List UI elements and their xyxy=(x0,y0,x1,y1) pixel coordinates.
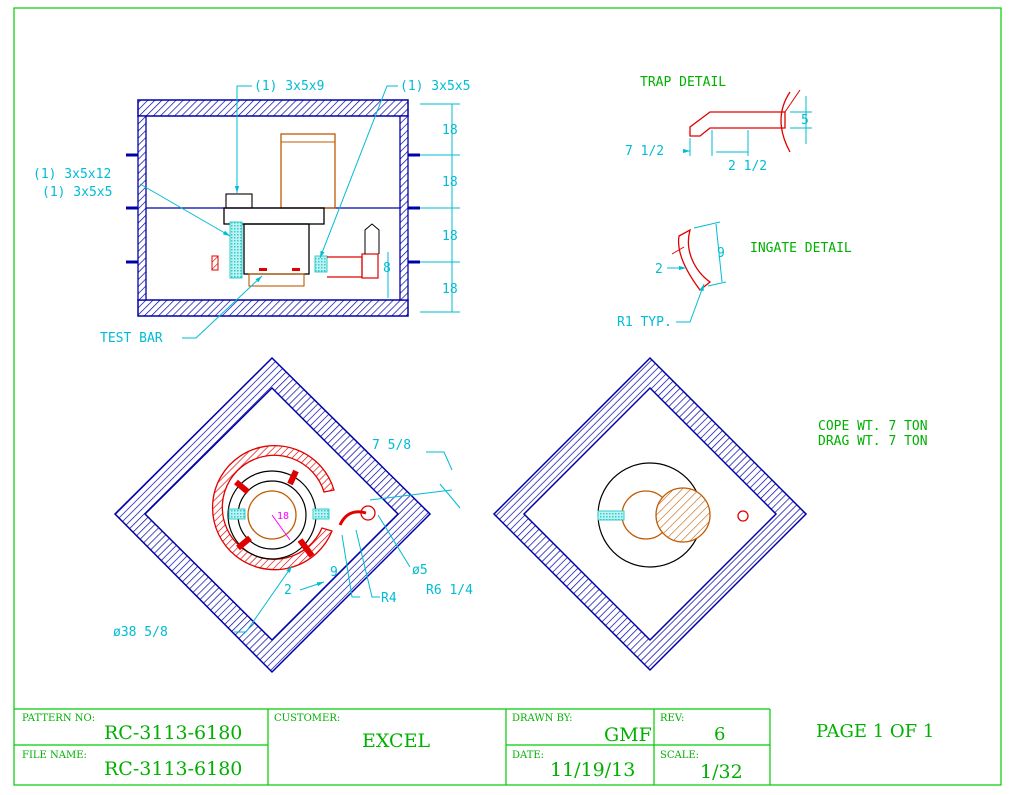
filter-right xyxy=(314,255,328,273)
ingate-shape xyxy=(677,228,712,291)
cope-dim-offset: 7 5/8 xyxy=(372,438,411,453)
dim-18-3: 18 xyxy=(442,229,458,244)
trap-dim-height: 5 xyxy=(801,113,809,128)
file-value: RC-3113-6180 xyxy=(104,758,242,780)
sheet-border xyxy=(13,7,1002,786)
section-view: (1) 3x5x9 (1) 3x5x5 (1) 3x5x12 (1) 3x5x5… xyxy=(33,79,470,346)
drag-plan-view xyxy=(492,356,808,672)
cope-r6: R6 1/4 xyxy=(426,583,473,598)
date-value: 11/19/13 xyxy=(550,759,635,781)
rev-label: REV: xyxy=(660,713,684,724)
cope-weight: COPE WT. 7 TON xyxy=(818,419,928,434)
dim-18-1: 18 xyxy=(442,123,458,138)
dim-18-4: 18 xyxy=(442,282,458,297)
pattern-label: PATTERN NO: xyxy=(22,713,95,724)
trap-dim-length: 7 1/2 xyxy=(625,144,664,159)
dim-18-2: 18 xyxy=(442,175,458,190)
cope-ingates xyxy=(234,469,315,558)
drag-riser-section xyxy=(655,487,711,543)
callout-3x5x12: (1) 3x5x12 xyxy=(33,167,111,182)
cope-dim-2: 2 xyxy=(284,583,292,598)
file-label: FILE NAME: xyxy=(22,750,87,761)
callout-test-bar: TEST BAR xyxy=(100,331,163,346)
casting-body xyxy=(243,223,310,275)
scale-value: 1/32 xyxy=(700,761,743,783)
trap-detail-title: TRAP DETAIL xyxy=(640,75,726,90)
cope-dim-9: 9 xyxy=(330,565,338,580)
trap-shape xyxy=(689,111,786,137)
rev-value: 6 xyxy=(714,724,725,745)
trap-dim-width: 2 1/2 xyxy=(728,159,767,174)
flask-top-bar xyxy=(137,99,409,117)
cope-dia38: ø38 5/8 xyxy=(113,625,168,640)
drawn-value: GMF xyxy=(604,724,652,746)
cope-flask-frame xyxy=(113,356,432,674)
drag-flask-frame xyxy=(492,356,808,672)
drawn-label: DRAWN BY: xyxy=(512,713,572,724)
scale-label: SCALE: xyxy=(660,750,699,761)
customer-label: CUSTOMER: xyxy=(274,713,340,724)
cope-plan-view: 18 7 5/8 9 2 R4 ø5 R6 1/4 ø38 5/8 xyxy=(113,356,473,674)
ingate-dim-side: 2 xyxy=(655,262,663,277)
title-block xyxy=(14,708,771,785)
dim-8: 8 xyxy=(383,261,391,276)
pattern-value: RC-3113-6180 xyxy=(104,722,242,744)
callout-3x5x9: (1) 3x5x9 xyxy=(254,79,324,94)
flask-bottom-bar xyxy=(137,299,409,317)
cope-sprue xyxy=(360,505,376,521)
trap-detail: TRAP DETAIL 7 1/2 2 1/2 5 xyxy=(625,75,812,174)
drag-weight: DRAG WT. 7 TON xyxy=(818,434,928,449)
cope-r4: R4 xyxy=(381,591,397,606)
filter-left xyxy=(229,221,243,279)
date-label: DATE: xyxy=(512,750,544,761)
page-number: PAGE 1 OF 1 xyxy=(816,721,934,742)
cope-center-dim: 18 xyxy=(277,511,289,522)
cope-casting xyxy=(247,490,297,540)
riser xyxy=(280,133,336,209)
ingate-detail: INGATE DETAIL 9 2 R1 TYP. xyxy=(617,221,852,330)
customer-value: EXCEL xyxy=(362,730,430,752)
flask-left-wall xyxy=(137,115,147,301)
callout-3x5x5-left: (1) 3x5x5 xyxy=(42,185,112,200)
cope-dia5: ø5 xyxy=(412,563,428,578)
flask-right-wall xyxy=(399,115,409,301)
callout-3x5x5-top: (1) 3x5x5 xyxy=(400,79,470,94)
ingate-detail-title: INGATE DETAIL xyxy=(750,241,852,256)
flask-ribs xyxy=(126,153,420,264)
ingate-radius: R1 TYP. xyxy=(617,315,672,330)
ingate-dim-length: 9 xyxy=(717,246,725,261)
runner xyxy=(327,256,363,278)
